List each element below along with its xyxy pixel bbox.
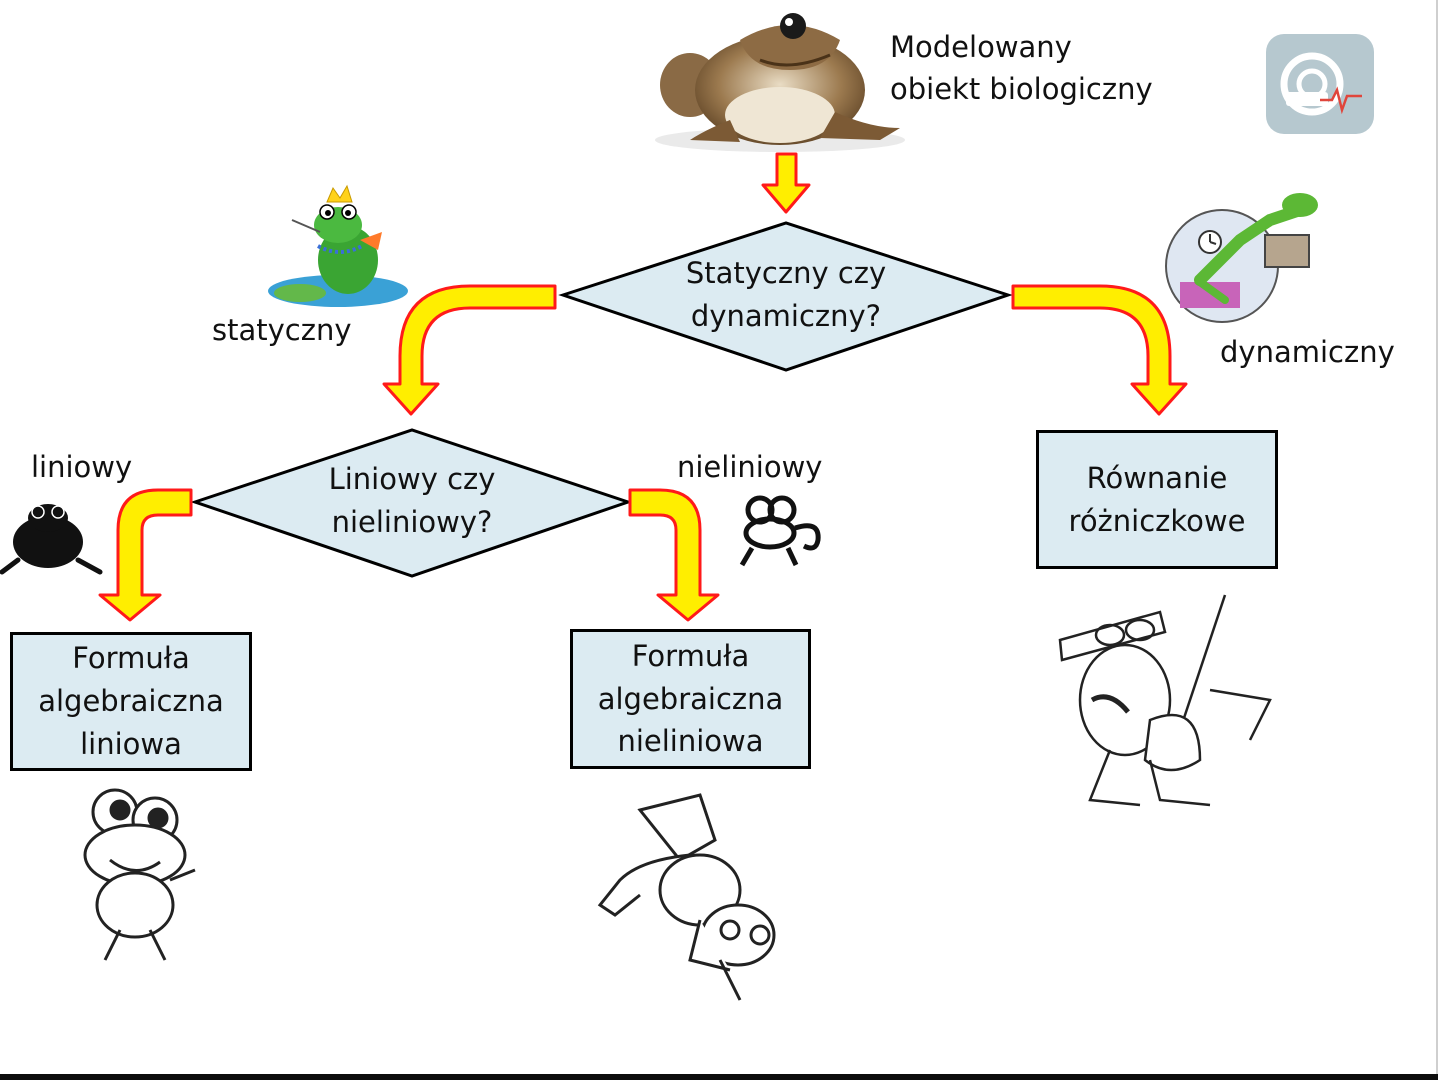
decision-diamond-main	[558, 221, 1013, 372]
arrow-dynamic	[1011, 284, 1188, 416]
result-linear-text: Formuła algebraiczna liniowa	[38, 637, 224, 766]
guitar-frog-icon	[1058, 594, 1272, 807]
bottom-bar	[0, 1074, 1438, 1080]
decision-main-text: Statyczny czy dynamiczny?	[636, 252, 936, 338]
jumping-frog-icon	[597, 793, 776, 1001]
frog-princess-icon	[268, 184, 408, 307]
black-frog-icon	[0, 504, 103, 575]
arrow-linear	[98, 488, 193, 622]
smiling-frog-icon	[83, 788, 196, 961]
result-nonlinear-text: Formuła algebraiczna nieliniowa	[598, 635, 784, 764]
label-dynamic: dynamiczny	[1220, 335, 1395, 369]
right-edge-divider	[1436, 0, 1438, 1080]
result-linear-line-3: liniowa	[80, 726, 182, 761]
frog-photo-icon	[655, 13, 905, 152]
decision-main-line-2: dynamiczny?	[690, 298, 882, 333]
decision-sub-line-1: Liniowy czy	[328, 462, 496, 496]
decision-sub-line-2: nieliniowy?	[331, 504, 493, 539]
arrow-top-down	[761, 152, 811, 214]
top-label-line-1: Modelowany	[890, 30, 1072, 64]
label-static: statyczny	[212, 313, 352, 347]
result-nonlinear-formula: Formuła algebraiczna nieliniowa	[570, 629, 811, 769]
result-nonlinear-line-2: algebraiczna	[597, 681, 784, 716]
result-linear-line-2: algebraiczna	[38, 684, 224, 719]
result-differential-equation: Równanie różniczkowe	[1036, 430, 1278, 569]
result-linear-formula: Formuła algebraiczna liniowa	[10, 632, 252, 771]
decision-sub-text: Liniowy czy nieliniowy?	[262, 458, 562, 544]
result-nonlinear-line-3: nieliniowa	[617, 724, 764, 759]
result-linear-line-1: Formuła	[72, 641, 190, 676]
label-nonlinear: nieliniowy	[677, 450, 823, 484]
arrow-nonlinear	[628, 488, 720, 622]
result-nonlinear-line-1: Formuła	[631, 638, 750, 673]
frog-clock-icon	[1165, 193, 1318, 323]
biological-object-label: Modelowany obiekt biologiczny	[890, 26, 1153, 110]
result-differential-line-1: Równanie	[1086, 460, 1228, 495]
cartoon-frog-icon	[739, 495, 821, 567]
mri-logo-icon	[1266, 34, 1374, 134]
result-differential-text: Równanie różniczkowe	[1069, 457, 1246, 543]
arrow-static	[382, 284, 557, 416]
decision-diamond-sub	[190, 428, 633, 578]
decision-main-line-1: Statyczny czy	[685, 256, 887, 290]
label-linear: liniowy	[31, 450, 133, 484]
top-label-line-2: obiekt biologiczny	[890, 72, 1153, 107]
result-differential-line-2: różniczkowe	[1068, 503, 1246, 538]
